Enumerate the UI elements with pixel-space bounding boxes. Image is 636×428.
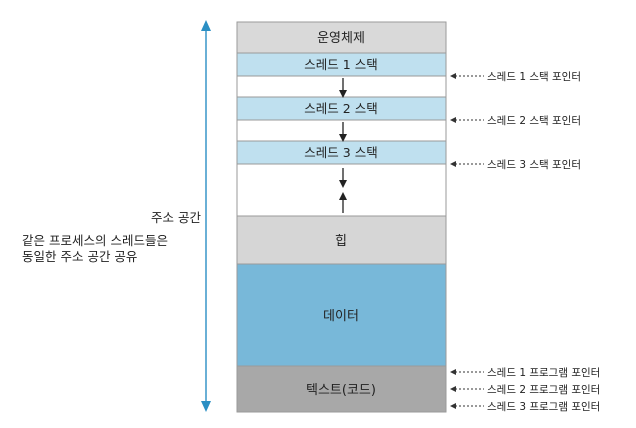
- pointer-arrowhead: [450, 386, 456, 392]
- pointer-arrowhead: [450, 117, 456, 123]
- pc1-pointer-label: 스레드 1 프로그램 포인터: [487, 367, 600, 379]
- address-space-axis: [201, 20, 211, 412]
- shared-note-line1: 같은 프로세스의 스레드들은: [22, 233, 168, 248]
- pointer-arrowhead: [450, 73, 456, 79]
- stack1-pointer-label: 스레드 1 스택 포인터: [487, 71, 581, 83]
- stack3-label: 스레드 3 스택: [304, 145, 377, 160]
- axis-arrowhead-bottom: [201, 401, 211, 412]
- address-space-label: 주소 공간: [151, 210, 201, 225]
- pointer-arrowhead: [450, 369, 456, 375]
- free-region: [236, 163, 447, 217]
- heap-label: 힙: [335, 234, 347, 249]
- heap-region: [236, 215, 447, 265]
- pc3-pointer-label: 스레드 3 프로그램 포인터: [487, 401, 600, 413]
- gap1-region: [236, 75, 447, 98]
- gap2-region: [236, 119, 447, 142]
- stack2-pointer-label: 스레드 2 스택 포인터: [487, 115, 581, 127]
- pc2-pointer-label: 스레드 2 프로그램 포인터: [487, 384, 600, 396]
- pointer-indicators: 스레드 1 스택 포인터 스레드 2 스택 포인터 스레드 3 스택 포인터 스…: [450, 71, 600, 413]
- data-label: 데이터: [323, 309, 359, 324]
- axis-arrowhead-top: [201, 20, 211, 31]
- pointer-arrowhead: [450, 403, 456, 409]
- shared-note-line2: 동일한 주소 공간 공유: [22, 249, 137, 264]
- text-code-label: 텍스트(코드): [306, 383, 376, 398]
- stack1-label: 스레드 1 스택: [304, 57, 377, 72]
- stack2-label: 스레드 2 스택: [304, 101, 377, 116]
- stack3-pointer-label: 스레드 3 스택 포인터: [487, 159, 581, 171]
- os-label: 운영체제: [317, 31, 365, 46]
- pointer-arrowhead: [450, 161, 456, 167]
- memory-layout: 운영체제 스레드 1 스택 스레드 2 스택 스레드 3 스택 힙 데이터 텍스…: [236, 21, 447, 413]
- text-region: [236, 365, 447, 413]
